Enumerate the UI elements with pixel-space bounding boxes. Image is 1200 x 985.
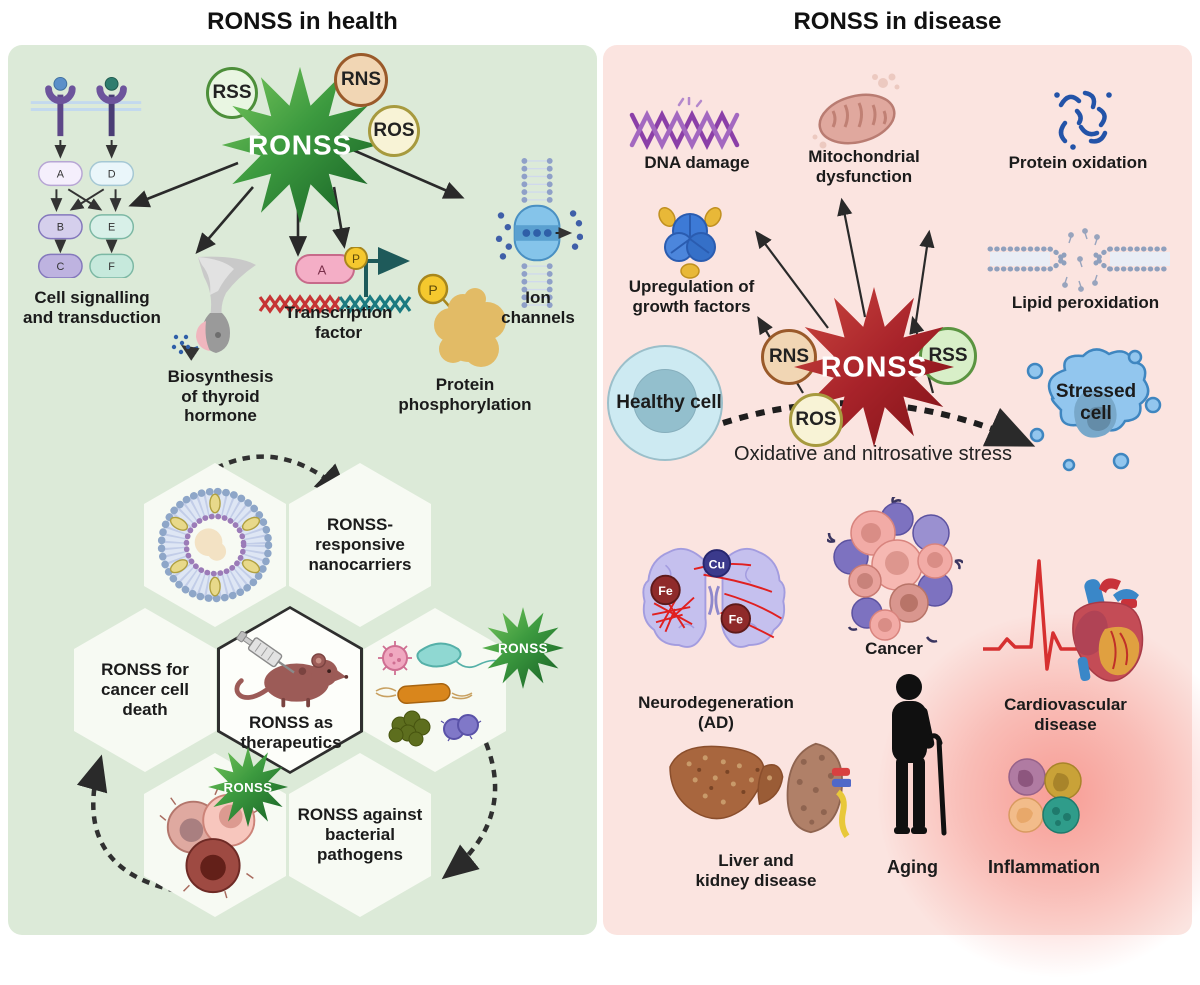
healthy-cell-label: Healthy cell bbox=[616, 392, 722, 413]
liver-kidney-icon bbox=[669, 742, 851, 838]
pathogens-icon bbox=[375, 641, 499, 747]
liposome-icon bbox=[157, 487, 273, 603]
ion-channel-label: Ion channels bbox=[501, 288, 575, 327]
mouse-syringe-icon bbox=[234, 631, 349, 708]
tf-p-label: P bbox=[352, 252, 360, 266]
ros-label: ROS bbox=[795, 409, 837, 430]
thyroid-label: Biosynthesis of thyroid hormone bbox=[167, 367, 274, 426]
transcription-factor-label: Transcription factor bbox=[284, 303, 393, 342]
hexagon-nanocarriers-text: RONSS- responsive nanocarriers bbox=[289, 463, 431, 627]
node-c: C bbox=[56, 261, 64, 273]
cell-signalling-icon: A D B E C F bbox=[30, 76, 142, 278]
protein-oxidation-icon bbox=[1054, 90, 1112, 150]
healthy-cell-icon bbox=[607, 345, 723, 461]
aging-person-icon bbox=[892, 674, 947, 836]
bacterial-label: RONSS against bacterial pathogens bbox=[297, 804, 423, 865]
health-panel: A D B E C F Cell signalling and transduc… bbox=[8, 45, 597, 935]
inflammation-cells-icon bbox=[1008, 758, 1082, 834]
therapeutics-label: RONSS as therapeutics bbox=[240, 713, 342, 752]
hexagon-bacterial-text: RONSS against bacterial pathogens bbox=[289, 753, 431, 917]
protein-phosphorylation-icon: P bbox=[417, 273, 506, 367]
stress-caption: Oxidative and nitrosative stress bbox=[734, 443, 1012, 465]
hexagon-cancer-death: RONSS for cancer cell death bbox=[74, 608, 216, 772]
node-e: E bbox=[108, 222, 115, 234]
cancer-cluster-icon bbox=[827, 497, 963, 643]
cancer-label: Cancer bbox=[865, 639, 923, 658]
protein-phosphorylation-label: Protein phosphorylation bbox=[398, 375, 532, 414]
cell-signalling-label: Cell signalling and transduction bbox=[23, 288, 161, 327]
ros-circle-disease: ROS bbox=[789, 393, 843, 447]
phospho-p-label: P bbox=[428, 282, 437, 298]
mitochondria-label: Mitochondrial dysfunction bbox=[808, 147, 920, 186]
growth-factors-icon bbox=[658, 206, 722, 279]
dna-damage-icon bbox=[629, 97, 740, 151]
thyroid-icon bbox=[171, 256, 256, 361]
rss-label: RSS bbox=[928, 345, 968, 366]
mini-star-label: RONSS bbox=[498, 641, 548, 656]
node-d: D bbox=[108, 169, 116, 181]
rss-circle: RSS bbox=[206, 67, 258, 119]
rns-circle: RNS bbox=[334, 53, 388, 107]
ros-label: ROS bbox=[373, 120, 415, 141]
disease-panel-title: RONSS in disease bbox=[793, 8, 1002, 35]
dna-damage-label: DNA damage bbox=[644, 153, 750, 172]
inflammation-label: Inflammation bbox=[987, 857, 1100, 877]
aging-label: Aging bbox=[887, 857, 938, 877]
neurodegeneration-label: Neurodegeneration (AD) bbox=[638, 693, 794, 732]
nanocarriers-label: RONSS- responsive nanocarriers bbox=[308, 514, 412, 575]
node-a: A bbox=[57, 169, 65, 181]
tf-box-label: A bbox=[318, 263, 327, 278]
lipid-peroxidation-label: Lipid peroxidation bbox=[1011, 293, 1160, 312]
disease-panel: DNA damage Mitochondrial dysfunction Pro… bbox=[603, 45, 1200, 985]
stressed-cell-label: Stressed cell bbox=[1055, 381, 1137, 425]
protein-oxidation-label: Protein oxidation bbox=[1008, 153, 1148, 172]
rns-circle-disease: RNS bbox=[761, 329, 817, 385]
rns-label: RNS bbox=[340, 69, 382, 90]
ronss-star-label: RONSS bbox=[248, 129, 352, 160]
healthy-cell-nucleus bbox=[633, 369, 697, 433]
stressed-cell-icon bbox=[1026, 348, 1162, 472]
health-panel-title: RONSS in health bbox=[207, 8, 398, 35]
ronss-star-label: RONSS bbox=[821, 352, 927, 384]
mini-ronss-star-cancer: RONSS bbox=[208, 747, 288, 827]
lipid-peroxidation-icon bbox=[987, 228, 1173, 292]
node-b: B bbox=[57, 222, 64, 234]
heart-ecg-icon bbox=[983, 559, 1144, 682]
mini-ronss-star-pathogens: RONSS bbox=[482, 607, 564, 689]
cu-badge: Cu bbox=[709, 557, 725, 571]
fe-badge: Fe bbox=[658, 584, 673, 598]
fe-badge: Fe bbox=[729, 612, 744, 626]
mini-star-label: RONSS bbox=[224, 780, 273, 795]
transcription-factor-icon: A P bbox=[258, 247, 412, 314]
liver-kidney-label: Liver and kidney disease bbox=[695, 851, 817, 890]
cancer-death-label: RONSS for cancer cell death bbox=[101, 659, 189, 720]
brain-icon: Fe Fe Cu bbox=[642, 547, 786, 648]
mitochondria-icon bbox=[812, 73, 900, 149]
ros-circle: ROS bbox=[368, 105, 420, 157]
rns-label: RNS bbox=[768, 346, 810, 367]
growth-factors-label: Upregulation of growth factors bbox=[628, 277, 755, 316]
ion-channel-icon bbox=[495, 157, 583, 309]
ronss-star-red: RONSS bbox=[794, 287, 954, 447]
rss-label: RSS bbox=[212, 82, 252, 103]
cardiovascular-label: Cardiovascular disease bbox=[1004, 695, 1127, 734]
ronss-star-green: RONSS bbox=[221, 66, 379, 224]
node-f: F bbox=[108, 261, 115, 273]
